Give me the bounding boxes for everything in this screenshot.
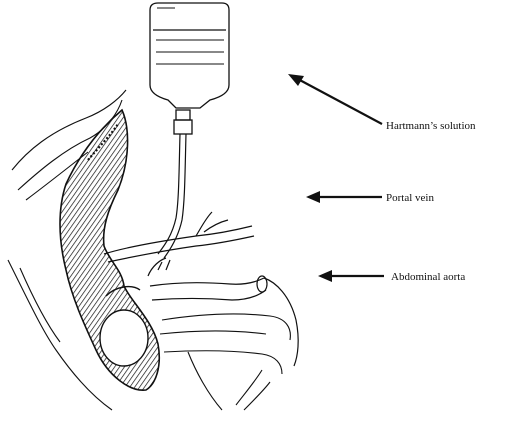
arrow-abdominal-aorta — [318, 270, 384, 282]
abdominal-aorta-label: Abdominal aorta — [391, 271, 465, 283]
drip-chamber — [174, 110, 192, 134]
bowel-loops — [160, 314, 290, 374]
iv-bag — [150, 3, 229, 108]
portal-vein-vessel — [104, 212, 254, 262]
hartmanns-solution-label: Hartmann’s solution — [386, 120, 476, 132]
arrow-hartmann — [288, 74, 382, 124]
arrow-portal-vein — [306, 191, 382, 203]
aorta-vessel — [148, 258, 298, 366]
portal-vein-label: Portal vein — [386, 192, 434, 204]
